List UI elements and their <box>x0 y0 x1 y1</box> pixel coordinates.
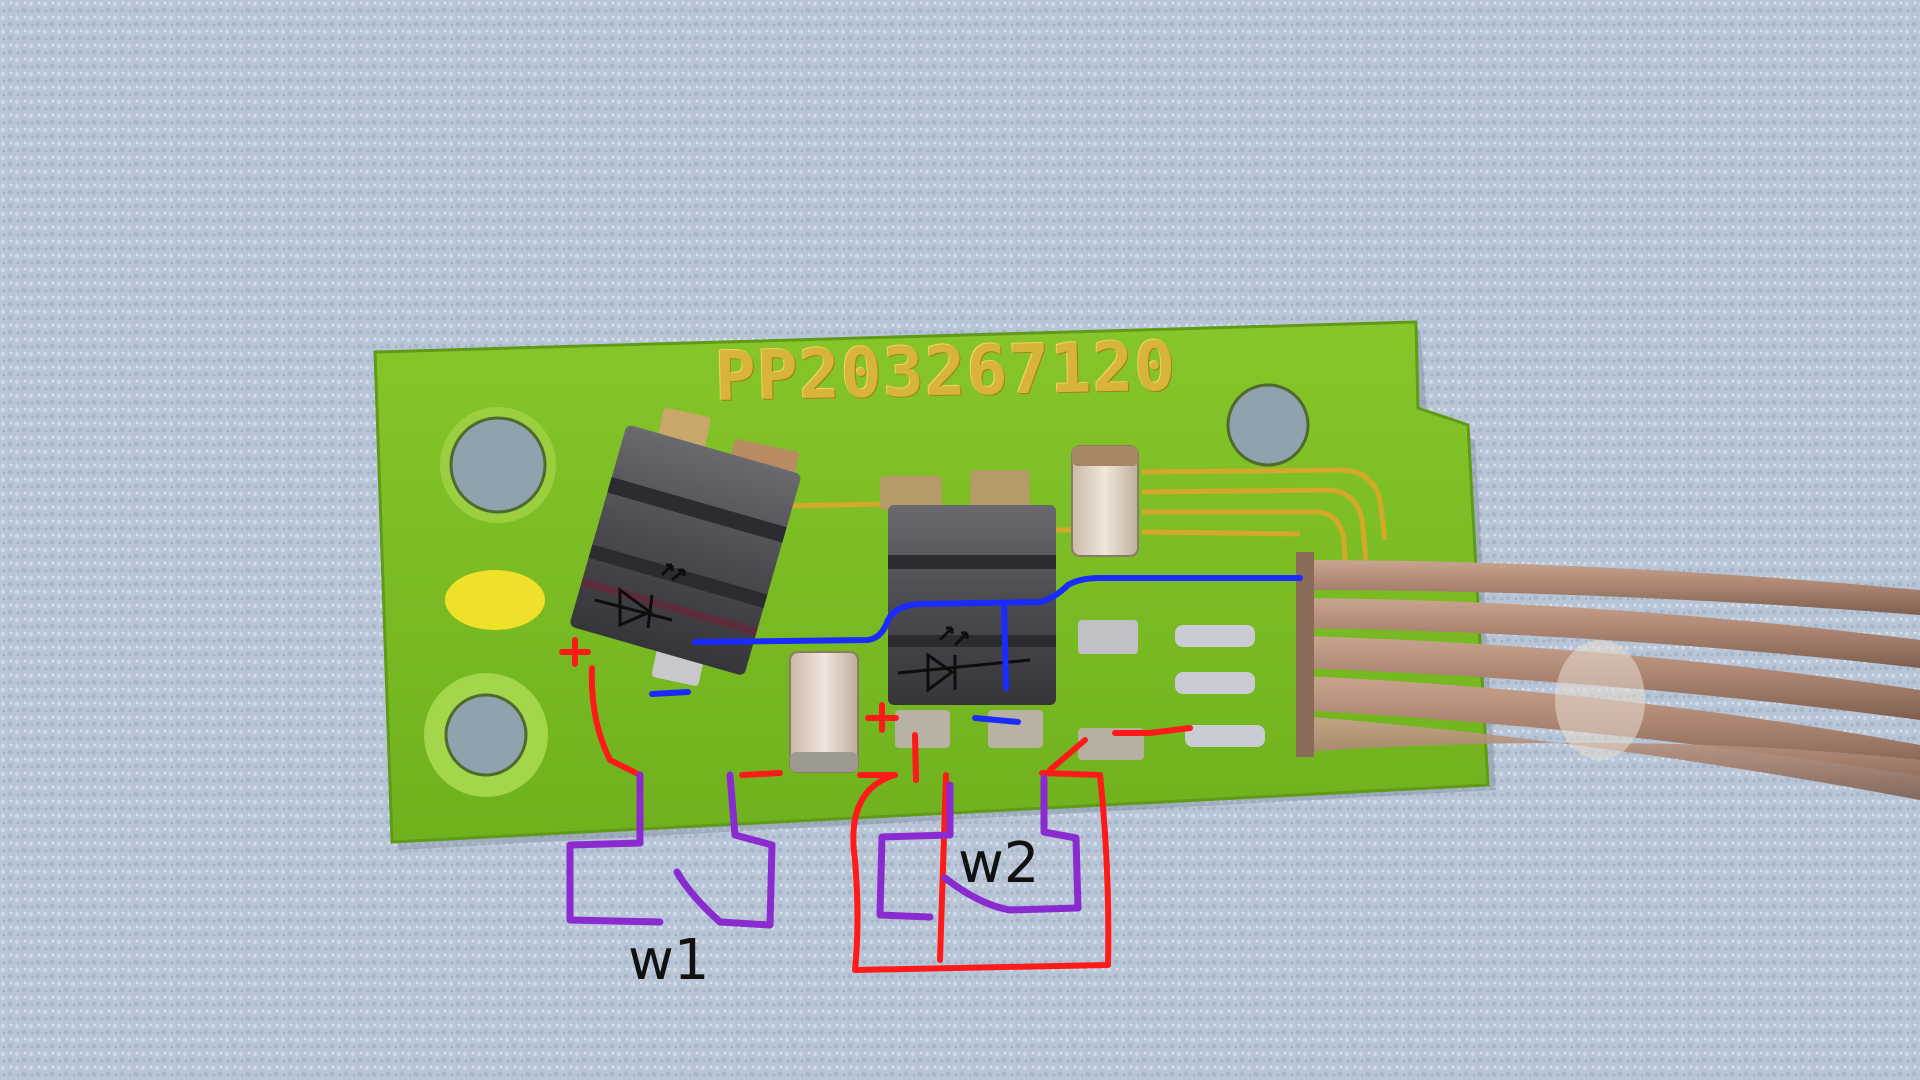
ribbon-cable <box>1296 552 1920 800</box>
gold-traces <box>779 467 1388 581</box>
led-diode-symbol-icon <box>594 563 686 629</box>
wire-label-w2: w2 <box>958 831 1040 896</box>
yellow-mark <box>445 570 545 630</box>
mount-hole-right <box>1226 383 1310 467</box>
capacitor-middle <box>789 651 859 773</box>
mount-hole-bottom <box>444 693 528 777</box>
wire-annotation-w1 <box>566 771 776 929</box>
mount-hole-top <box>449 416 547 514</box>
negative-line-annotation <box>649 575 1303 725</box>
capacitor-top <box>1071 445 1139 557</box>
wire-label-w1: w1 <box>628 928 710 993</box>
wire-annotation-w2 <box>876 774 1082 921</box>
positive-wire-annotation <box>559 637 1193 973</box>
pcb-part-number: PP203267120 <box>714 327 1178 417</box>
